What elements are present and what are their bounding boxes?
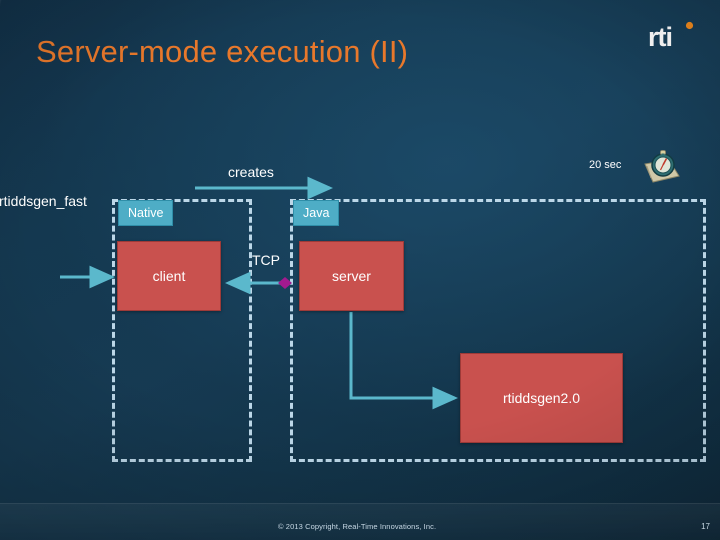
server-box: server bbox=[299, 241, 404, 311]
client-box-label: client bbox=[152, 268, 186, 284]
page-title: Server-mode execution (II) bbox=[36, 34, 409, 69]
rtiddsgen2-box: rtiddsgen2.0 bbox=[460, 353, 623, 443]
tcp-label: TCP bbox=[252, 252, 280, 268]
native-tag-label: Native bbox=[128, 206, 164, 220]
rtiddsgen2-box-label: rtiddsgen2.0 bbox=[502, 390, 581, 406]
copyright-text: © 2013 Copyright, Real-Time Innovations,… bbox=[278, 522, 437, 531]
rti-logo-icon: rti bbox=[648, 21, 694, 52]
rtiddsgen-fast-label: rtiddsgen_fast bbox=[0, 193, 87, 209]
java-tag: Java bbox=[293, 200, 340, 226]
svg-text:rti: rti bbox=[648, 22, 672, 52]
java-group-boundary bbox=[290, 199, 706, 462]
java-tag-label: Java bbox=[303, 206, 330, 220]
server-box-label: server bbox=[332, 268, 371, 284]
page-number: 17 bbox=[701, 522, 710, 531]
footer-bar bbox=[0, 503, 720, 540]
creates-label: creates bbox=[228, 164, 274, 180]
duration-label: 20 sec bbox=[589, 159, 622, 171]
native-group-boundary bbox=[112, 199, 252, 462]
client-box: client bbox=[117, 241, 221, 311]
stopwatch-icon bbox=[644, 150, 680, 183]
native-tag: Native bbox=[118, 200, 174, 226]
